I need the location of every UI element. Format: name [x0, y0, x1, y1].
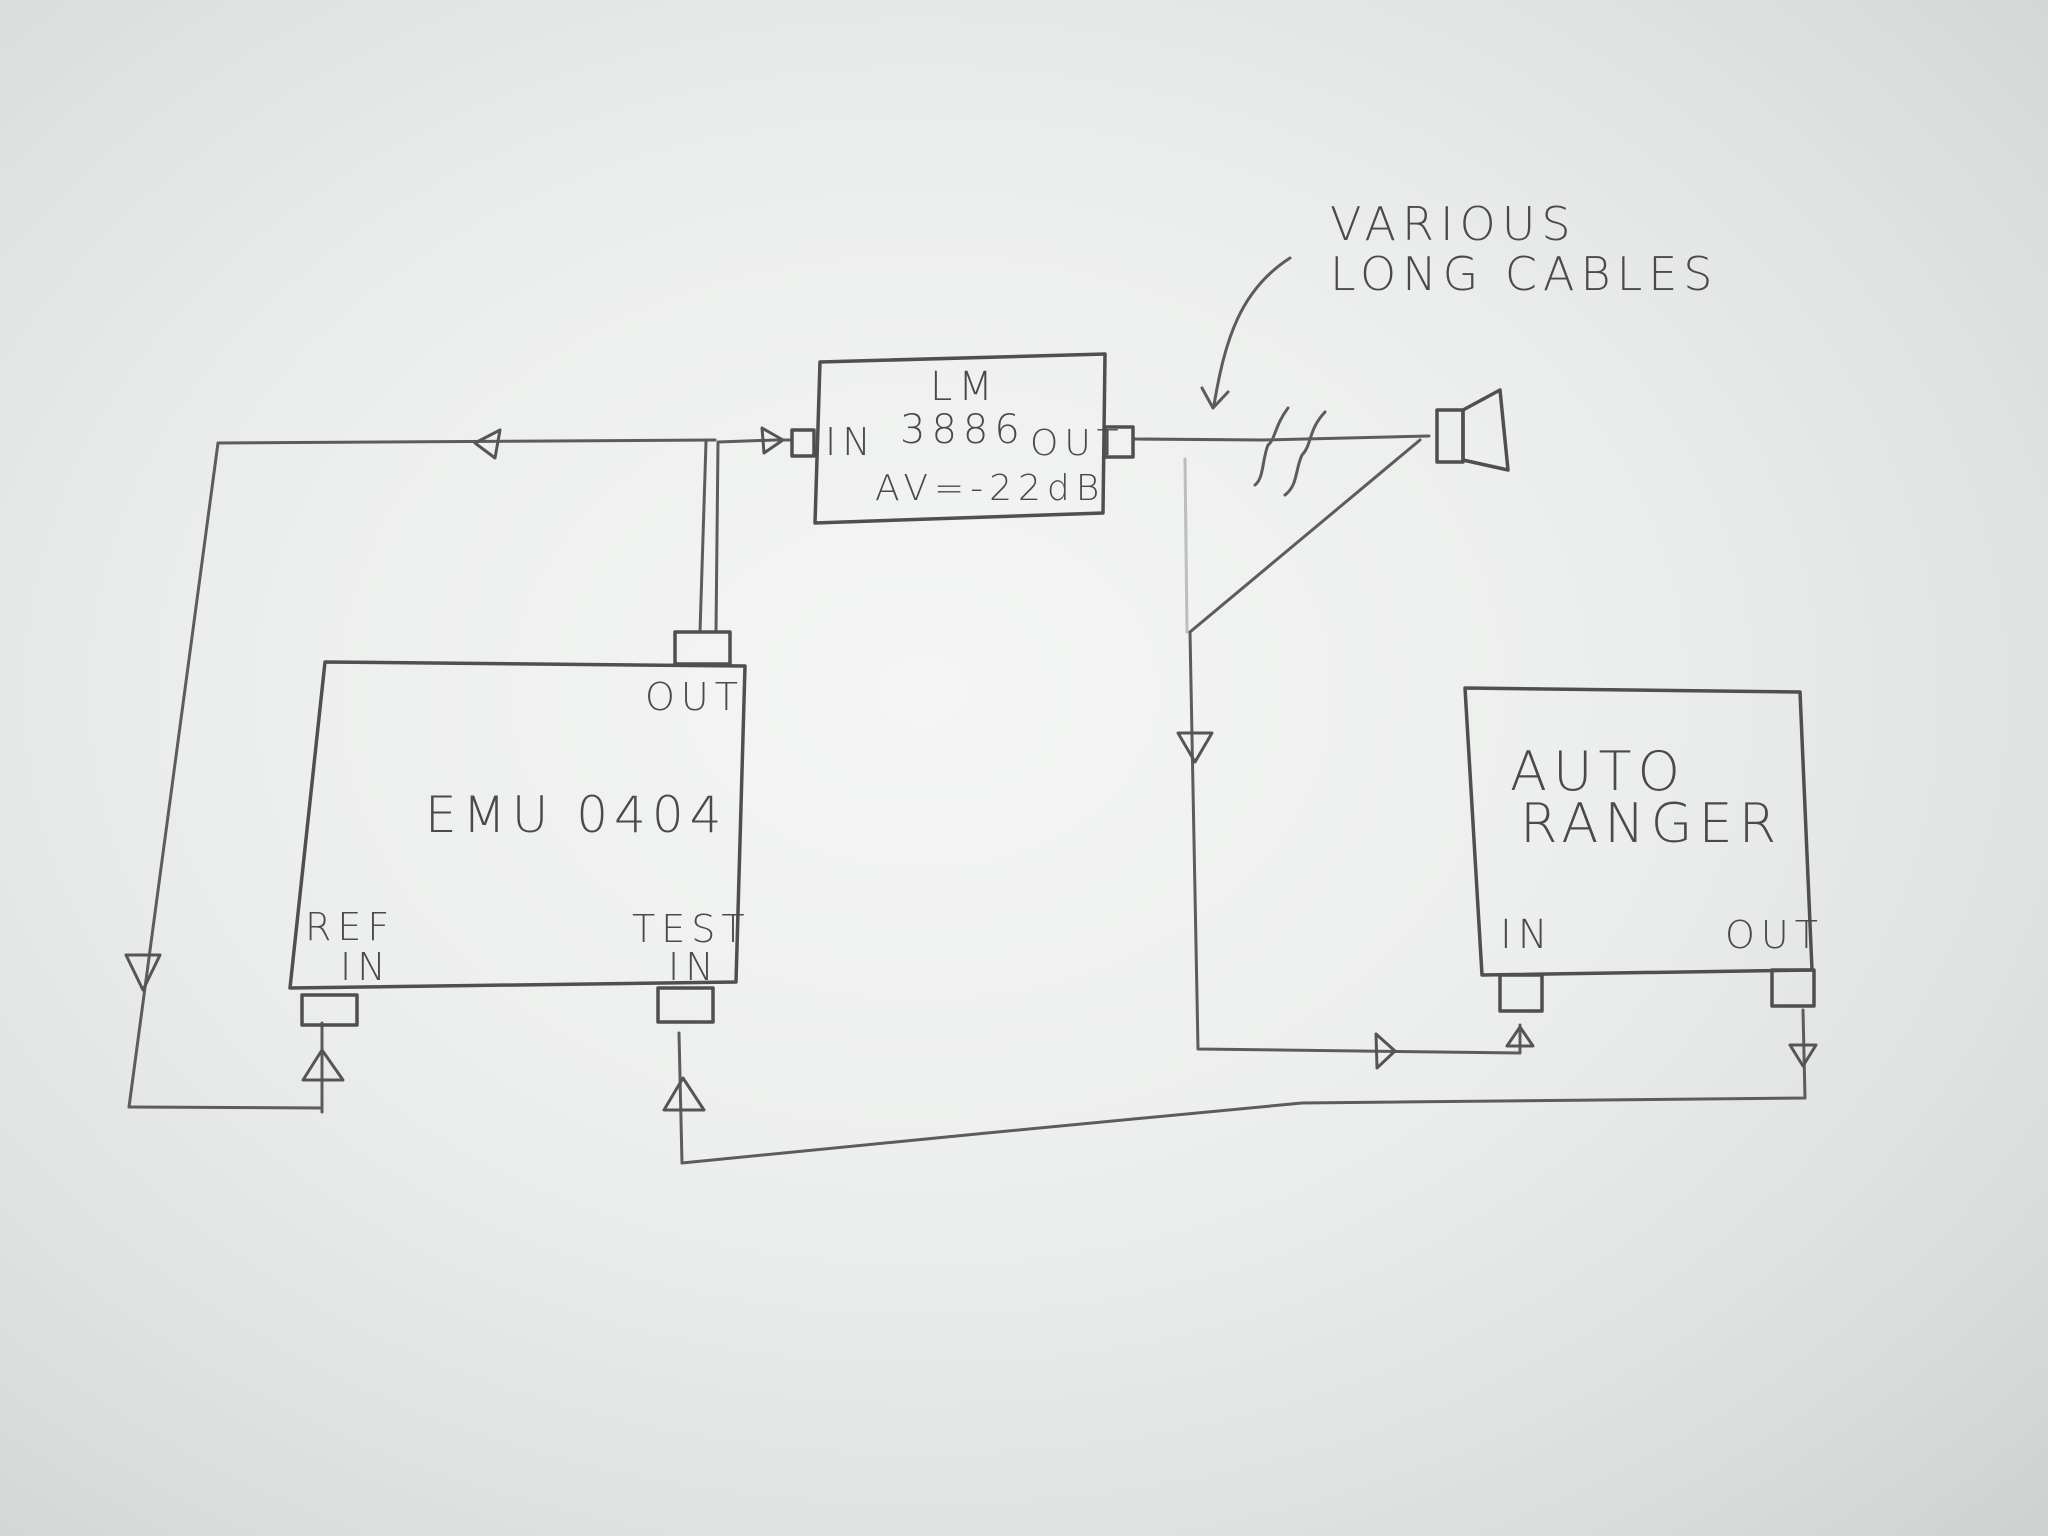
wire-faint-ground	[1183, 457, 1189, 634]
wire-emu-out-a	[698, 440, 708, 634]
autoranger-out-jack	[1770, 968, 1816, 1008]
emu-test-in-jack	[656, 986, 715, 1024]
wire-test-in-riser	[677, 1031, 684, 1165]
autoranger-name-line2: RANGER	[1520, 792, 1782, 855]
amplifier-name-line2: 3886	[900, 407, 1026, 453]
emu-name: EMU 0404	[425, 786, 727, 844]
emu-test-in-line1: TEST	[632, 907, 751, 951]
arrow-autoranger-out-down	[1788, 1043, 1818, 1068]
arrow-autoranger-in-up	[1505, 1025, 1535, 1048]
amplifier-box	[813, 352, 1107, 525]
amplifier-gain-label: AV=-22dB	[875, 468, 1105, 509]
wire-bottom-left	[127, 1105, 324, 1110]
wire-left-vertical	[127, 441, 220, 1109]
amplifier-in-jack	[790, 428, 816, 458]
annotation-line2: LONG CABLES	[1330, 247, 1718, 301]
emu-box	[288, 660, 747, 990]
cable-break-right	[1283, 410, 1327, 497]
cable-break-left	[1253, 406, 1290, 487]
leader-arrowhead	[1200, 386, 1230, 410]
arrow-test-in-up	[662, 1076, 706, 1112]
arrow-junction-down	[1176, 731, 1214, 764]
cable-annotation: VARIOUS LONG CABLES	[1200, 197, 1718, 497]
arrow-ref-in-up	[301, 1048, 345, 1082]
arrows	[124, 426, 1818, 1112]
speaker-cone	[1461, 388, 1510, 472]
wire-autoranger-out	[680, 1008, 1807, 1165]
amplifier-name-line1: LM	[930, 364, 999, 410]
speaker-magnet	[1435, 408, 1465, 464]
arrow-top-left	[473, 428, 502, 460]
annotation-line1: VARIOUS	[1330, 197, 1577, 251]
arrow-left-down	[124, 953, 162, 992]
autoranger-in-jack	[1498, 973, 1544, 1013]
emu-ref-in-jack	[300, 993, 359, 1027]
amplifier-block: LM 3886 IN OUT AV=-22dB	[790, 352, 1135, 525]
wire-emu-out-b	[714, 438, 794, 634]
autoranger-out-label: OUT	[1725, 913, 1824, 957]
annotation-leader	[1212, 256, 1292, 407]
emu-ref-in-line1: REF	[305, 905, 395, 949]
emu-out-label: OUT	[645, 675, 744, 719]
wire-speaker-return	[1188, 438, 1422, 634]
wire-to-speaker	[1133, 434, 1431, 442]
autoranger-name-line1: AUTO	[1510, 740, 1686, 803]
autoranger-in-label: IN	[1500, 912, 1554, 958]
wire-top-bus	[216, 438, 717, 445]
emu-out-jack	[673, 630, 732, 666]
amplifier-out-jack	[1103, 425, 1135, 459]
autoranger-block: AUTO RANGER IN OUT	[1463, 686, 1824, 1013]
wire-to-autoranger	[1188, 630, 1522, 1055]
wires	[127, 434, 1807, 1165]
emu-ref-in-line2: IN	[340, 945, 392, 989]
arrow-into-lm	[760, 426, 785, 455]
emu-test-in-line2: IN	[668, 945, 720, 989]
arrow-bottom-right	[1374, 1032, 1397, 1070]
speaker-icon	[1435, 388, 1510, 472]
amplifier-out-label: OUT	[1030, 423, 1125, 464]
amplifier-in-label: IN	[825, 420, 877, 464]
emu-block: OUT EMU 0404 REF IN TEST IN	[288, 630, 751, 1027]
